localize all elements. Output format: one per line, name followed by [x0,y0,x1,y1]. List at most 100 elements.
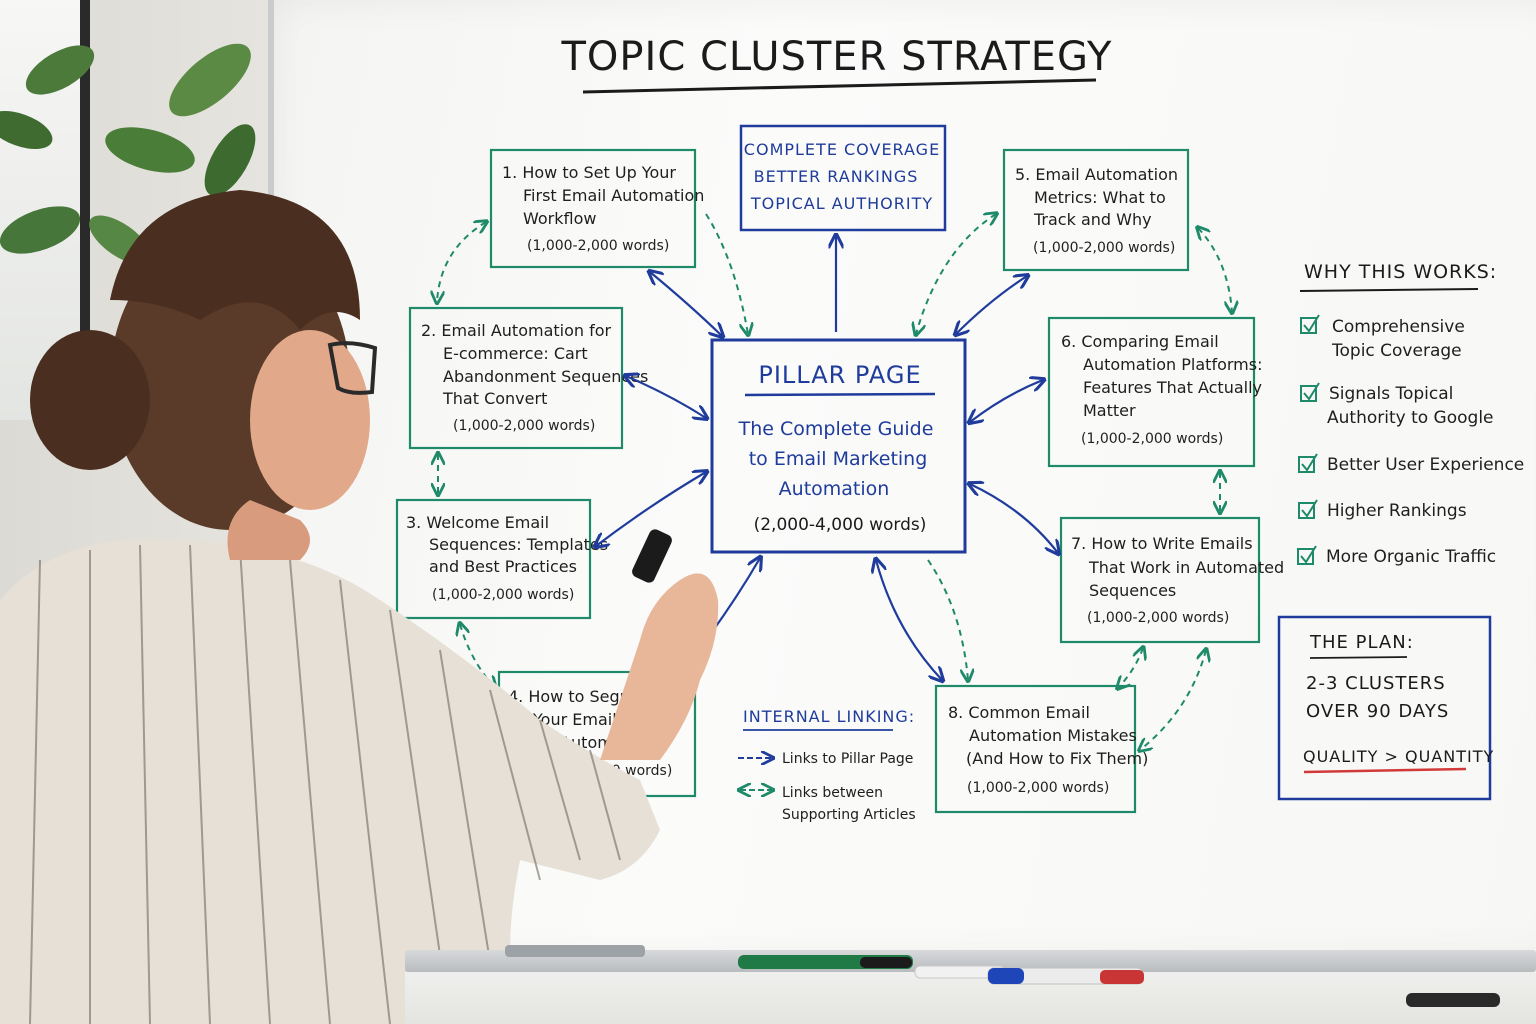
plan-box: THE PLAN: 2-3 CLUSTERS OVER 90 DAYS QUAL… [1277,615,1494,801]
cluster-box-8 [934,684,1137,814]
why-item-5-line-1: More Organic Traffic [1326,547,1496,567]
cluster-2-words: (1,000-2,000 words) [453,418,595,434]
why-item-1-line-1: Comprehensive [1332,317,1465,337]
check-icon [1301,453,1318,472]
cluster-1-line-2: First Email Automation [523,186,704,205]
checkbox-icon [1300,385,1317,402]
checkbox-icon [1300,317,1317,334]
why-item-4-line-1: Higher Rankings [1327,501,1467,521]
cluster-8-words: (1,000-2,000 words) [967,780,1109,796]
why-section: WHY THIS WORKS: Comprehensive Topic Cove… [1297,261,1524,567]
plant [0,43,256,265]
cluster-8-line-2: Automation Mistakes [969,726,1137,745]
cluster-2-line-1: 2. Email Automation for [421,321,612,340]
legend-item-1: Links to Pillar Page [782,751,913,767]
pillar-links [596,236,1058,680]
cluster-7-line-3: Sequences [1089,581,1176,600]
cluster-3-line-2: Sequences: Templates [429,535,608,554]
why-underline [1299,288,1479,292]
title-underline [582,78,1097,94]
cluster-5-line-2: Metrics: What to [1034,188,1166,207]
check-icon [1301,499,1318,518]
pillar-line-2: to Email Marketing [749,448,928,470]
pillar-words: (2,000-4,000 words) [754,515,927,535]
cluster-texts: 1. How to Set Up Your First Email Automa… [406,163,1284,796]
why-item-4: Higher Rankings [1298,499,1467,521]
why-item-2-line-2: Authority to Google [1327,408,1494,428]
plan-line-2: OVER 90 DAYS [1306,701,1449,722]
pillar-underline [744,392,936,397]
pillar-box: PILLAR PAGE The Complete Guide to Email … [710,338,967,554]
cluster-8-line-1: 8. Common Email [948,703,1090,722]
cluster-5-line-3: Track and Why [1033,210,1152,229]
legend-title: INTERNAL LINKING: [743,707,915,726]
plan-quality: QUALITY > QUANTITY [1303,747,1494,766]
plan-quality-underline [1303,767,1467,774]
cluster-box-6 [1047,316,1256,468]
cluster-6-line-3: Features That Actually [1083,378,1262,397]
marker-icon [632,529,672,583]
why-item-5: More Organic Traffic [1297,545,1496,567]
cluster-2-line-3: Abandonment Sequences [443,367,648,386]
cluster-6-line-1: 6. Comparing Email [1061,332,1219,351]
why-item-1-line-2: Topic Coverage [1331,341,1462,361]
benefits-box: COMPLETE COVERAGE BETTER RANKINGS TOPICA… [739,124,947,232]
link-1-2 [437,222,486,302]
cluster-3-line-3: and Best Practices [429,557,577,576]
cluster-box-3 [395,498,592,620]
cluster-box-7 [1059,516,1261,644]
legend: INTERNAL LINKING: Links to Pillar Page L… [738,707,916,823]
why-title: WHY THIS WORKS: [1304,261,1497,283]
person [0,190,719,1024]
arrow-cluster-6 [970,380,1043,422]
cluster-3-line-1: 3. Welcome Email [406,513,549,532]
why-item-3-line-1: Better User Experience [1327,455,1524,475]
cluster-6-line-4: Matter [1083,401,1136,420]
arrow-cluster-5 [956,276,1027,334]
check-icon [1303,314,1320,333]
why-item-3: Better User Experience [1298,453,1524,475]
plan-title-underline [1309,656,1408,659]
link-pillar-8 [927,559,968,680]
benefit-2: BETTER RANKINGS [754,167,919,186]
link-7-8 [1118,648,1143,688]
checkbox-icon [1298,502,1315,519]
legend-item-2-line-2: Supporting Articles [782,807,916,823]
link-5-pillar [916,214,996,334]
cluster-3-words: (1,000-2,000 words) [432,587,574,603]
benefit-3: TOPICAL AUTHORITY [750,194,933,213]
check-icon [1303,382,1320,401]
board-title: TOPIC CLUSTER STRATEGY [561,34,1113,80]
marker-tray [405,950,1536,972]
why-item-1: Comprehensive Topic Coverage [1300,314,1465,361]
link-5-6 [1198,228,1232,312]
cluster-2-line-2: E-commerce: Cart [443,344,588,363]
arrow-cluster-3 [596,472,706,546]
arrow-cluster-1 [650,272,722,336]
check-icon [1300,545,1317,564]
checkbox-icon [1298,456,1315,473]
cluster-5-line-1: 5. Email Automation [1015,165,1178,184]
pillar-line-1: The Complete Guide [738,418,934,440]
arrow-cluster-8 [876,560,942,680]
cluster-box-1 [489,148,697,269]
why-item-2: Signals Topical Authority to Google [1300,382,1494,428]
cluster-8-line-3: (And How to Fix Them) [966,749,1148,768]
cluster-box-5 [1002,148,1190,272]
arrow-cluster-7 [970,484,1058,553]
link-7-8b [1140,650,1206,750]
pillar-line-3: Automation [779,478,890,500]
tray-ledge [405,972,1536,1024]
cluster-6-line-2: Automation Platforms: [1083,355,1262,374]
benefit-1: COMPLETE COVERAGE [744,140,940,159]
plan-line-1: 2-3 CLUSTERS [1306,673,1446,694]
cluster-5-words: (1,000-2,000 words) [1033,240,1175,256]
cluster-1-line-3: Workflow [523,209,596,228]
arrow-cluster-2 [626,376,706,418]
legend-item-2-line-1: Links between [782,785,883,801]
cluster-2-line-4: That Convert [442,389,547,408]
cluster-1-line-1: 1. How to Set Up Your [502,163,676,182]
pillar-heading: PILLAR PAGE [758,361,921,389]
